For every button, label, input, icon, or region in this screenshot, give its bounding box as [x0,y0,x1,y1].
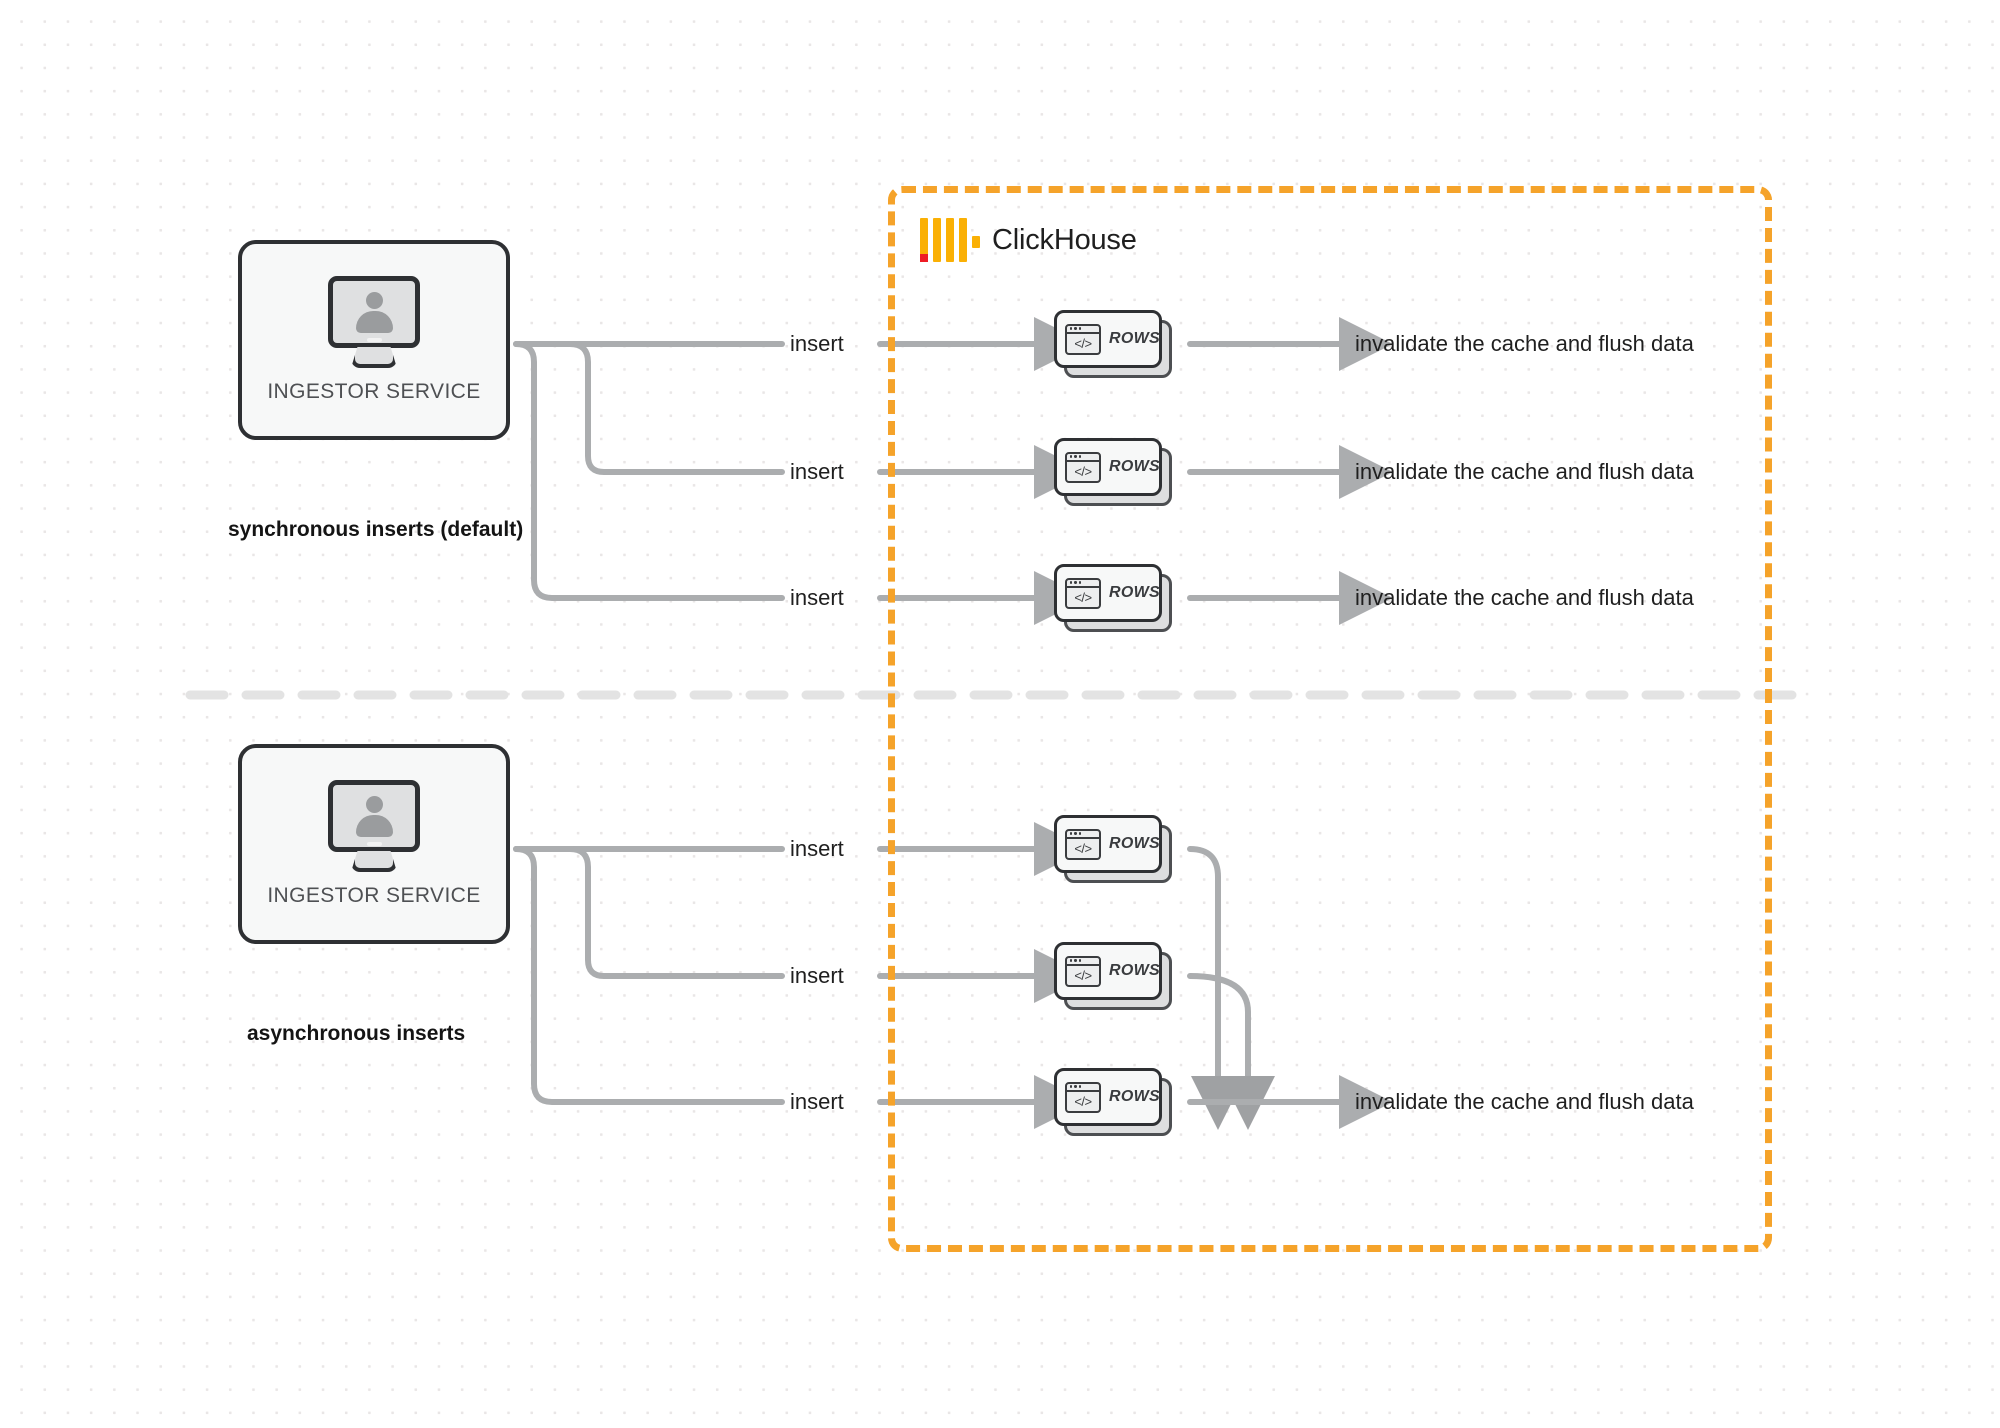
code-window-icon: </> [1065,323,1101,355]
insert-label-sync-3: insert [790,585,844,610]
outcome-label-sync-3: invalidate the cache and flush data [1355,585,1694,610]
ingestor-service-sync[interactable]: INGESTOR SERVICE [238,240,510,440]
code-window-icon: </> [1065,955,1101,987]
rows-label-sync-1: ROWS [1109,330,1160,347]
rows-label-sync-2: ROWS [1109,458,1160,475]
rows-card-async-1[interactable]: </> ROWS [1054,815,1172,883]
insert-label-sync-1: insert [790,331,844,356]
insert-label-async-2: insert [790,963,844,988]
insert-label-sync-2: insert [790,459,844,484]
rows-card-sync-2[interactable]: </> ROWS [1054,438,1172,506]
clickhouse-logo-icon [920,218,980,262]
ingestor-service-async[interactable]: INGESTOR SERVICE [238,744,510,944]
monitor-user-icon [320,780,428,872]
code-window-icon: </> [1065,451,1101,483]
insert-label-async-3: insert [790,1089,844,1114]
rows-label-sync-3: ROWS [1109,584,1160,601]
rows-card-sync-1[interactable]: </> ROWS [1054,310,1172,378]
code-window-icon: </> [1065,577,1101,609]
outcome-label-sync-2: invalidate the cache and flush data [1355,459,1694,484]
clickhouse-boundary [888,186,1772,1252]
clickhouse-header: ClickHouse [920,218,1137,262]
section-caption-sync: synchronous inserts (default) [228,518,524,541]
clickhouse-title: ClickHouse [992,223,1137,256]
rows-card-sync-3[interactable]: </> ROWS [1054,564,1172,632]
monitor-user-icon [320,276,428,368]
outcome-label-sync-1: invalidate the cache and flush data [1355,331,1694,356]
section-caption-async: asynchronous inserts [247,1022,466,1045]
rows-label-async-1: ROWS [1109,835,1160,852]
ingestor-service-label-async: INGESTOR SERVICE [267,884,481,907]
rows-card-async-2[interactable]: </> ROWS [1054,942,1172,1010]
outcome-label-async: invalidate the cache and flush data [1355,1089,1694,1114]
code-window-icon: </> [1065,1081,1101,1113]
rows-label-async-3: ROWS [1109,1088,1160,1105]
code-window-icon: </> [1065,828,1101,860]
insert-label-async-1: insert [790,836,844,861]
rows-card-async-3[interactable]: </> ROWS [1054,1068,1172,1136]
ingestor-service-label-sync: INGESTOR SERVICE [267,380,481,403]
rows-label-async-2: ROWS [1109,962,1160,979]
